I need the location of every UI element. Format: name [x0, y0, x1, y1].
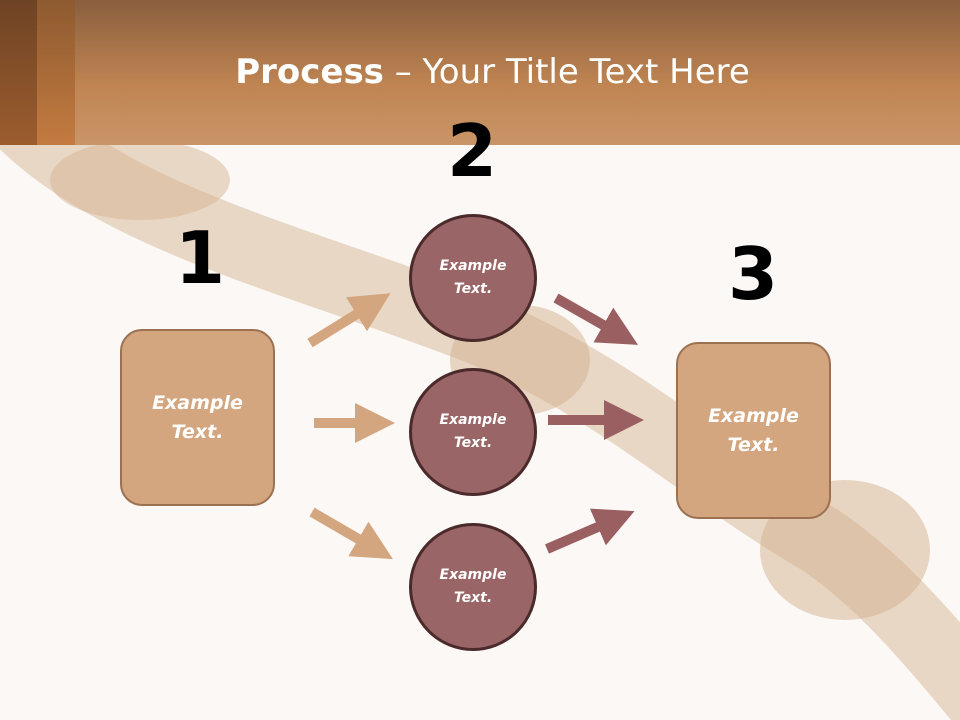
- circle-text: Example Text.: [439, 412, 507, 451]
- arrow-1-to-2a: [307, 293, 391, 348]
- slide-title: Process – Your Title Text Here: [0, 52, 960, 92]
- arrow-2c-to-3: [545, 508, 635, 554]
- step-number-2: 2: [446, 109, 498, 193]
- title-bold: Process: [235, 52, 384, 92]
- step-number-1: 1: [174, 216, 226, 300]
- title-banner: Process – Your Title Text Here: [0, 0, 960, 145]
- title-rest: – Your Title Text Here: [383, 52, 750, 92]
- circle-text: Example Text.: [439, 567, 507, 606]
- arrow-1-to-2c: [309, 507, 393, 560]
- step-1-box: Example Text.: [120, 329, 275, 506]
- step-3-text: Example Text.: [708, 404, 799, 456]
- arrow-2a-to-3: [553, 293, 639, 345]
- step-2-circle: Example Text.: [409, 368, 537, 496]
- step-2-circle: Example Text.: [409, 523, 537, 651]
- step-1-text: Example Text.: [152, 391, 243, 443]
- step-number-3: 3: [727, 232, 779, 316]
- accent-bar: [37, 0, 75, 145]
- circle-text: Example Text.: [439, 258, 507, 297]
- step-3-box: Example Text.: [676, 342, 831, 519]
- step-2-circle: Example Text.: [409, 214, 537, 342]
- accent-bar: [0, 0, 37, 145]
